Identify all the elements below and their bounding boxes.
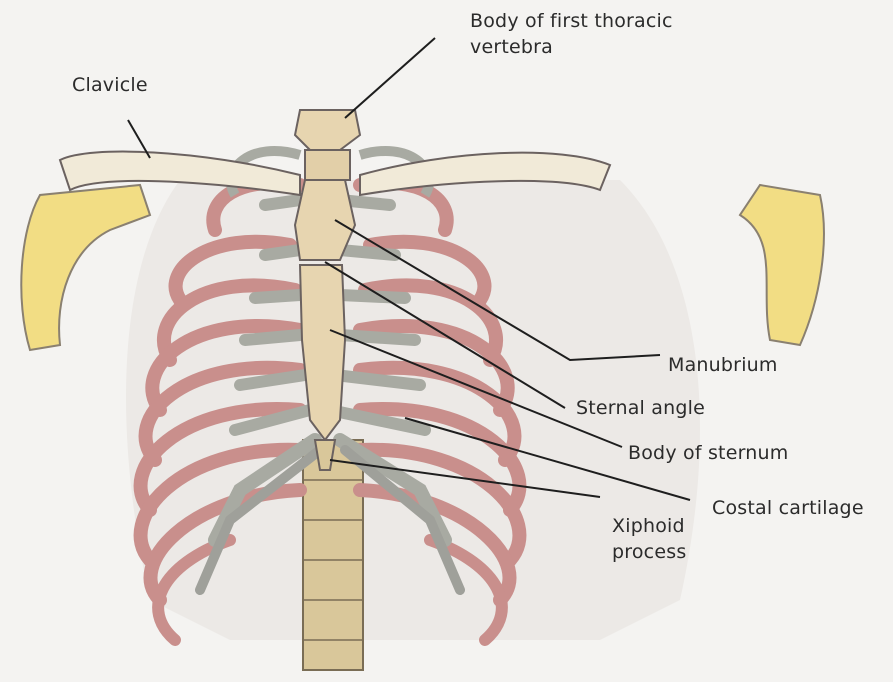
first-thoracic-vertebra-shape — [295, 110, 360, 150]
vertebral-column — [303, 440, 363, 670]
label-body-of-sternum: Body of sternum — [628, 440, 788, 466]
label-sternal-angle: Sternal angle — [576, 395, 705, 421]
label-body-first-thoracic-vertebra: Body of first thoracic vertebra — [470, 8, 673, 60]
label-xiphoid-process: Xiphoid process — [612, 513, 686, 565]
manubrium-shape — [295, 180, 355, 260]
label-costal-cartilage: Costal cartilage — [712, 495, 864, 521]
label-clavicle: Clavicle — [72, 72, 148, 98]
leader-vertebra — [345, 38, 435, 118]
label-manubrium: Manubrium — [668, 352, 778, 378]
